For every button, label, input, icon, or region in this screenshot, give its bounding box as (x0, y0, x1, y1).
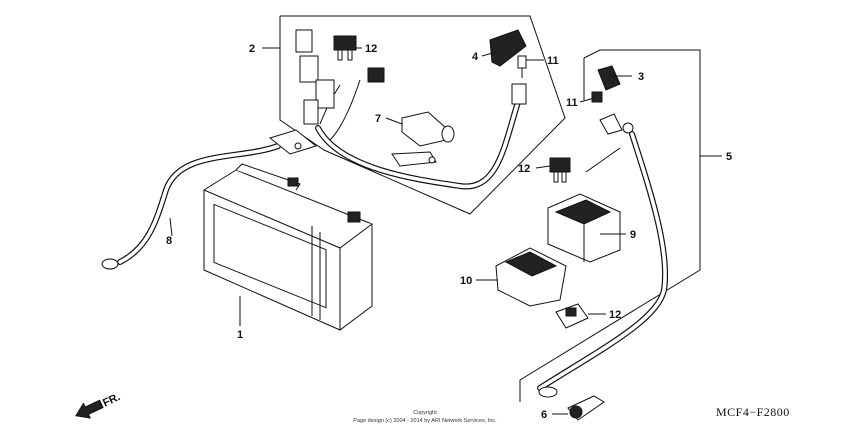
relay-cover-10 (495, 247, 567, 307)
callouts: 1 2 3 4 5 6 7 8 9 10 11 11 12 12 12 (166, 43, 732, 421)
callout-5: 5 (726, 151, 732, 163)
fuse-12-top (333, 35, 357, 61)
positive-cable-5-outline (519, 49, 701, 402)
callout-11a: 11 (547, 55, 559, 67)
bolt-11-right (591, 91, 603, 103)
callout-11b: 11 (566, 97, 578, 109)
callout-12b: 12 (518, 163, 530, 175)
callout-9: 9 (630, 229, 636, 241)
negative-cable-8 (101, 129, 318, 270)
fuse-12-middle (549, 157, 571, 183)
copyright-line-2: Page design (c) 2004 - 2014 by ARI Netwo… (353, 418, 497, 424)
front-label: FR. (101, 391, 122, 409)
callout-3: 3 (638, 71, 644, 83)
copyright-line-1: Copyright (413, 410, 437, 416)
callout-12c: 12 (609, 309, 621, 321)
callout-8: 8 (166, 235, 172, 247)
harness-group-outline (279, 15, 566, 215)
starter-relay-9 (547, 147, 621, 263)
fuse-12-bottom (555, 303, 589, 329)
battery (203, 163, 373, 331)
terminal-cover-4 (489, 29, 527, 67)
positive-cable-5 (537, 113, 669, 398)
callout-7: 7 (375, 113, 381, 125)
diagram-code: MCF4−F2800 (716, 405, 790, 419)
terminal-cover-6 (567, 395, 605, 421)
terminal-cover-7 (401, 111, 455, 147)
callout-2: 2 (249, 43, 255, 55)
callout-4: 4 (472, 51, 479, 63)
callout-6: 6 (541, 409, 547, 421)
bolt-11-top (517, 55, 527, 78)
front-indicator: FR. (75, 391, 122, 419)
front-arrow-icon (75, 399, 104, 419)
callout-10: 10 (460, 275, 472, 287)
leader-lines (169, 47, 722, 415)
terminal-cap-3 (597, 65, 621, 91)
sub-harness (295, 29, 527, 190)
callout-1: 1 (237, 329, 243, 341)
copyright: Copyright Page design (c) 2004 - 2014 by… (353, 410, 497, 424)
callout-12a: 12 (365, 43, 377, 55)
